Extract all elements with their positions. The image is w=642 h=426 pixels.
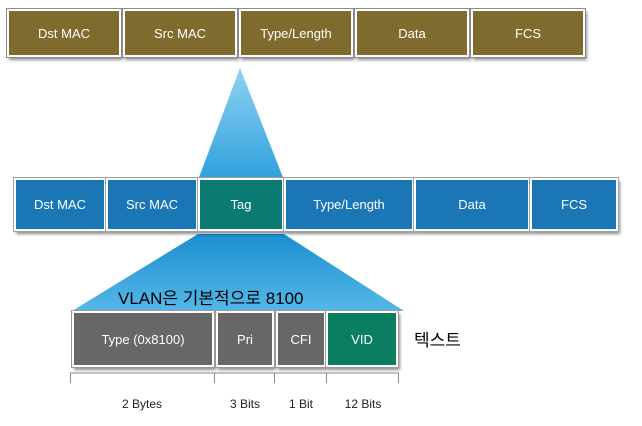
field-label: Type/Length [260, 25, 332, 41]
size-label-pri: 3 Bits [229, 397, 261, 411]
vlan-default-note: VLAN은 기본적으로 8100 [118, 289, 304, 308]
field-label: Src MAC [154, 25, 206, 41]
tagged-field-tag: Tag [198, 178, 284, 231]
tagged-field-dst-mac: Dst MAC [14, 178, 106, 231]
tag-insert-triangle [198, 68, 284, 180]
tagged-field-data: Data [414, 178, 530, 231]
field-label: Type/Length [313, 197, 385, 212]
tag-expansion-trapezoid [72, 234, 404, 311]
frame-field-dst-mac: Dst MAC [7, 9, 121, 57]
size-label-vid: 12 Bits [344, 397, 382, 411]
frame-field-type-length: Type/Length [239, 9, 353, 57]
field-label: Dst MAC [34, 197, 86, 212]
frame-field-fcs: FCS [471, 9, 585, 57]
frame-field-src-mac: Src MAC [123, 9, 237, 57]
field-label: Pri [237, 331, 253, 347]
field-label: Data [458, 197, 486, 212]
size-label-type: 2 Bytes [121, 397, 163, 411]
field-label: Dst MAC [38, 25, 90, 41]
tagged-field-src-mac: Src MAC [106, 178, 198, 231]
bracket-cfi [274, 372, 327, 383]
field-label: Type (0x8100) [101, 331, 185, 347]
tagged-field-type-length: Type/Length [284, 178, 414, 231]
field-label: VID [351, 331, 373, 347]
field-label: Tag [230, 197, 252, 212]
bracket-vid [326, 372, 399, 383]
field-label: Data [398, 25, 426, 41]
size-label-cfi: 1 Bit [288, 397, 314, 411]
tag-field-vid: VID [326, 311, 398, 367]
tag-field-cfi: CFI [276, 311, 326, 367]
tag-field-type: Type (0x8100) [72, 311, 214, 367]
side-text: 텍스트 [414, 331, 461, 350]
field-label: FCS [515, 25, 541, 41]
bracket-type [70, 372, 215, 383]
tagged-field-fcs: FCS [530, 178, 618, 231]
frame-field-data: Data [355, 9, 469, 57]
tag-field-pri: Pri [216, 311, 274, 367]
field-label: CFI [290, 331, 312, 347]
field-label: Src MAC [126, 197, 178, 212]
field-label: FCS [561, 197, 587, 212]
bracket-pri [214, 372, 275, 383]
size-brackets [70, 372, 399, 383]
